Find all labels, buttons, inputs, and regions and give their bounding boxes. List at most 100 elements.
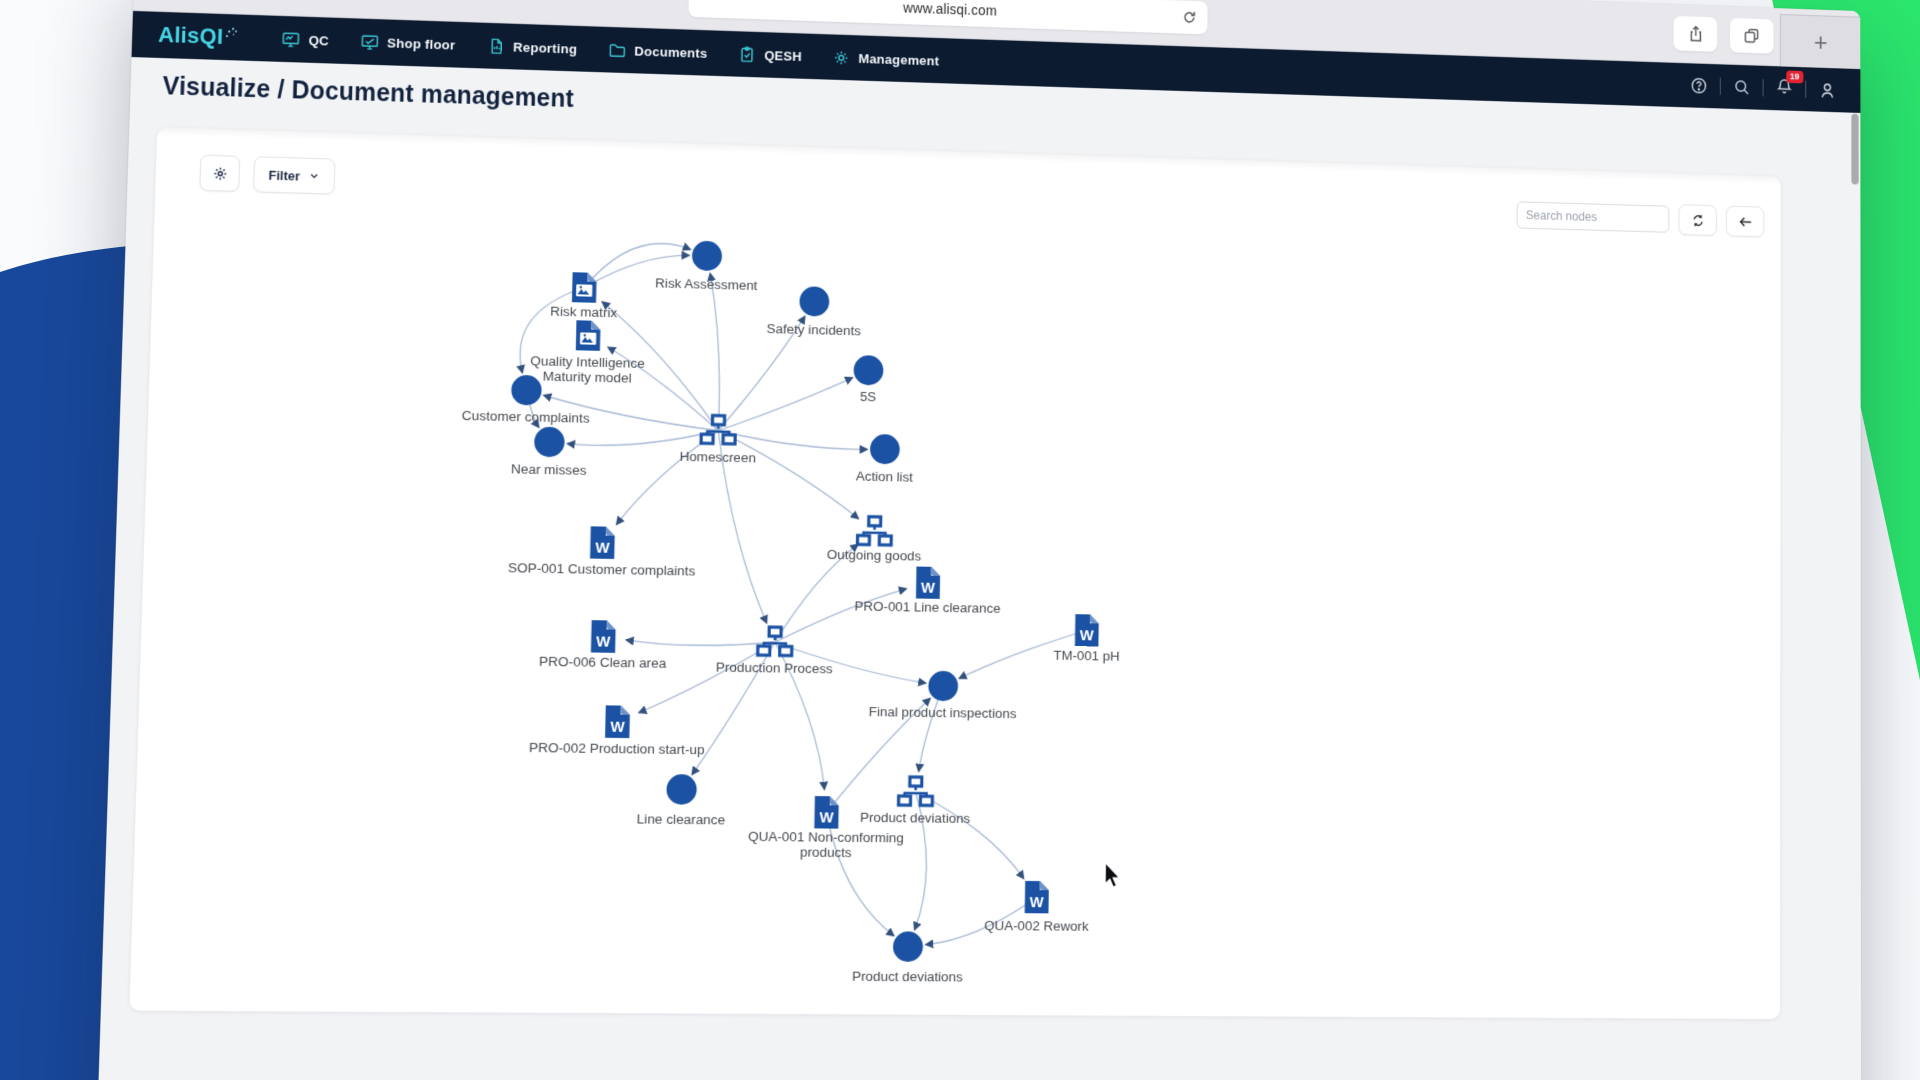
search-icon[interactable] [1733,77,1751,97]
filter-button[interactable]: Filter [253,156,336,195]
search-nodes-input[interactable] [1516,201,1670,233]
share-icon [1686,24,1704,44]
svg-text:W: W [1080,627,1095,644]
svg-text:W: W [921,580,936,597]
sync-icon [1691,213,1705,228]
graph-node-near-misses[interactable]: Near misses [511,426,588,478]
chrome-buttons [1673,15,1774,54]
graph-edge [567,427,718,448]
graph-node-label: Production Process [716,660,833,677]
graph-node-label: Product deviations [860,810,971,826]
nav-item-reporting[interactable]: Reporting [487,36,578,58]
graph-edge [718,375,852,434]
graph-node-product-deviations-site[interactable]: Product deviations [860,776,971,826]
refresh-button[interactable] [1678,204,1717,237]
logo-text: AlisQI [157,21,224,49]
arrow-left-icon [1737,213,1753,230]
graph-node-label: Action list [856,469,914,485]
new-tab-button[interactable]: + [1779,13,1861,70]
settings-gear-button[interactable] [199,154,241,192]
chevron-down-icon [310,174,318,179]
page-title: Visualize / Document management [162,71,575,113]
graph-node-risk-assessment[interactable]: Risk Assessment [655,240,759,293]
svg-text:W: W [610,719,625,736]
nav-item-documents[interactable]: Documents [608,40,708,62]
graph-node-safety-incidents[interactable]: Safety incidents [766,285,861,338]
graph-node-label: Safety incidents [766,321,861,338]
graph-node-label: Homescreen [679,449,756,465]
mouse-cursor [1105,863,1120,888]
svg-text:W: W [595,540,610,557]
graph-node-production-process[interactable]: Production Process [716,626,834,676]
graph-node-label: Outgoing goods [827,547,922,564]
clipboard-check-icon [738,45,757,64]
back-button[interactable] [1725,205,1765,238]
graph-node-label: Customer complaints [462,408,590,426]
graph-node-label: Risk Assessment [655,276,758,293]
navbar-right-icons: 19 [1690,69,1837,102]
graph-node-label: SOP-001 Customer complaints [508,560,696,578]
graph-node-tm-001[interactable]: W TM-001 pH [1053,614,1120,664]
graph-node-label: Near misses [511,461,587,477]
graph-node-label: Final product inspections [869,704,1017,721]
gear-icon [213,167,226,179]
graph-node-risk-matrix[interactable]: Risk matrix [550,272,618,321]
user-icon[interactable] [1818,80,1837,101]
graph-node-label: products [800,845,852,861]
nav-item-management[interactable]: Management [832,48,939,70]
tabs-button[interactable] [1729,17,1774,54]
reload-icon[interactable] [1181,8,1198,26]
scrollbar-thumb[interactable] [1851,113,1859,185]
graph-node-5s[interactable]: 5S [853,355,884,404]
graph-node-homescreen[interactable]: Homescreen [679,415,756,466]
graph-node-pro-002[interactable]: W PRO-002 Production start-up [529,704,706,757]
graph-node-product-deviations[interactable]: Product deviations [852,931,964,984]
graph-edge [718,431,867,450]
url-text: www.alisqi.com [903,0,998,19]
graph-node-label: TM-001 pH [1053,648,1119,664]
alisqi-logo[interactable]: AlisQI [157,21,239,49]
page-body: Filter [94,113,1861,1080]
graph-edge [707,274,722,431]
notification-badge: 19 [1786,69,1804,84]
divider [1805,80,1807,98]
graph-node-label: PRO-002 Production start-up [529,740,705,757]
graph-node-label: QUA-001 Non-conforming [748,829,904,846]
svg-text:W: W [596,634,611,651]
report-doc-icon [487,36,506,55]
graph-node-label: 5S [860,389,877,404]
svg-text:W: W [819,809,834,826]
graph-node-action-list[interactable]: Action list [856,433,914,485]
notifications[interactable]: 19 [1775,69,1804,100]
graph-node-customer-complaints[interactable]: Customer complaints [462,374,591,426]
logo-sparkle-icon [226,27,238,38]
nav-item-qc[interactable]: QC [282,29,330,49]
folder-icon [608,40,627,59]
nav-item-qesh[interactable]: QESH [738,45,802,66]
svg-text:W: W [1030,894,1045,911]
address-bar[interactable]: www.alisqi.com [688,0,1208,35]
browser-window: www.alisqi.com [94,0,1861,1080]
graph-node-outgoing-goods[interactable]: Outgoing goods [827,516,922,564]
gear-icon [832,48,851,67]
nav-item-shop-floor[interactable]: Shop floor [360,32,456,54]
monitor-icon [360,32,379,52]
graph-edge [626,640,775,647]
graph-toolbar-left: Filter [199,154,336,195]
graph-node-label: Quality Intelligence [530,353,645,371]
graph-node-label: Maturity model [543,369,632,386]
help-icon[interactable] [1690,76,1708,96]
share-button[interactable] [1673,15,1718,52]
graph-node-sop-001[interactable]: W SOP-001 Customer complaints [508,525,697,579]
monitor-icon [283,32,301,47]
graph-node-final-product[interactable]: Final product inspections [869,670,1018,721]
graph-node-label: Product deviations [852,969,963,985]
graph-node-line-clearance[interactable]: Line clearance [637,774,726,828]
